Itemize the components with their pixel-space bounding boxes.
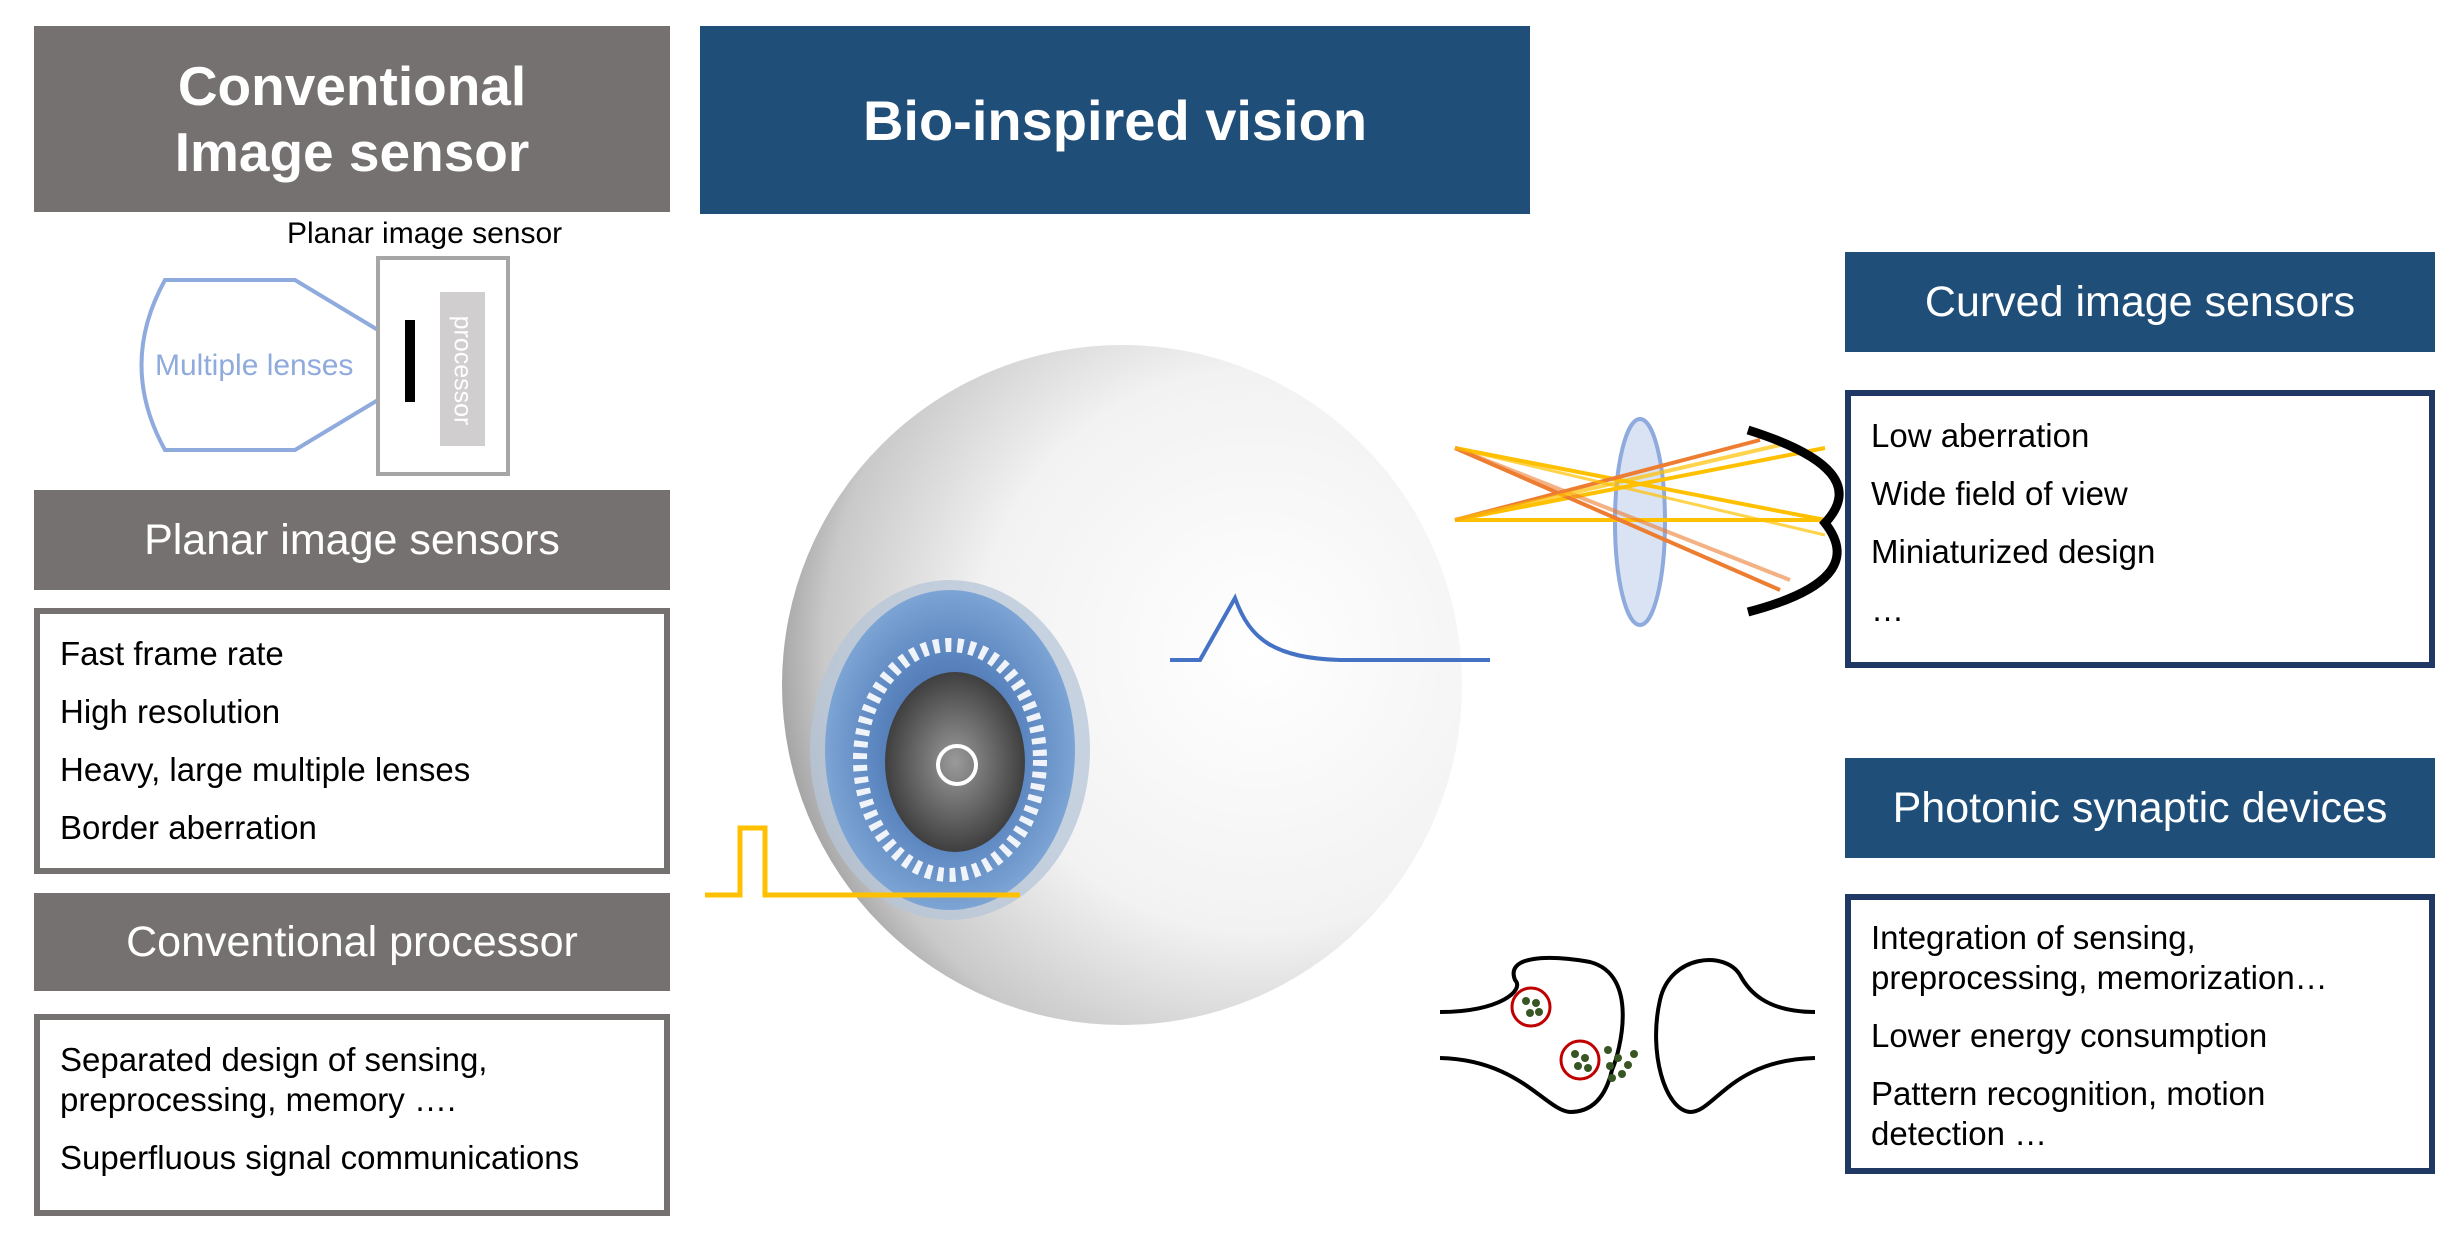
planar-image-sensor-caption: Planar image sensor (287, 217, 563, 250)
list-item: Lower energy consumption (1871, 1017, 2268, 1054)
header-line-1: Conventional (177, 55, 527, 117)
list-item: Border aberration (60, 809, 317, 846)
list-item: Fast frame rate (60, 635, 284, 672)
curved-sensor-diagram (1454, 417, 1844, 627)
list-item: Heavy, large multiple lenses (60, 751, 471, 788)
neural-spike-signal (1170, 593, 1490, 662)
lens-outline (139, 278, 380, 452)
pupil (885, 672, 1025, 852)
list-item: Wide field of view (1871, 475, 2128, 512)
curved-image-sensors-title: Curved image sensors (1845, 252, 2435, 352)
bio-inspired-vision-header: Bio-inspired vision (700, 26, 1530, 214)
synapse-diagram (1439, 956, 1816, 1115)
conventional-image-sensor-header: Conventional Image sensor (34, 26, 670, 212)
list-item: High resolution (60, 693, 281, 730)
camera-diagram (139, 256, 510, 476)
list-item: Low aberration (1871, 417, 2090, 454)
list-item: Superfluous signal communications (60, 1139, 580, 1176)
curved-sensor (1746, 425, 1844, 617)
list-item: Miniaturized design (1871, 533, 2156, 570)
planar-image-sensors-title: Planar image sensors (34, 490, 670, 590)
sensor-array-ring (853, 638, 1047, 882)
list-item: Integration of sensing, preprocessing, m… (1871, 919, 2328, 996)
list-item: … (1871, 591, 1904, 628)
planar-image-sensors-box: Fast frame rate High resolution Heavy, l… (34, 608, 670, 874)
processor-label: processor (448, 315, 477, 425)
photonic-synaptic-devices-title: Photonic synaptic devices (1845, 758, 2435, 858)
processor-label-wrap: processor (444, 310, 480, 430)
list-item: Pattern recognition, motion detection … (1871, 1075, 2266, 1152)
header-line-2: Image sensor (174, 121, 530, 183)
multiple-lenses-label: Multiple lenses (155, 349, 354, 382)
pupil-highlight (936, 744, 978, 786)
conventional-processor-title: Conventional processor (34, 893, 670, 991)
photonic-synaptic-devices-box: Integration of sensing, preprocessing, m… (1845, 894, 2435, 1174)
input-pulse-signal (705, 825, 1020, 898)
processor-block (440, 292, 485, 446)
conventional-processor-box: Separated design of sensing, preprocessi… (34, 1014, 670, 1216)
curved-image-sensors-box: Low aberration Wide field of view Miniat… (1845, 390, 2435, 668)
eye-illustration (782, 345, 1462, 1025)
list-item: Separated design of sensing, preprocessi… (60, 1041, 488, 1118)
planar-sensor-bar (405, 320, 415, 402)
